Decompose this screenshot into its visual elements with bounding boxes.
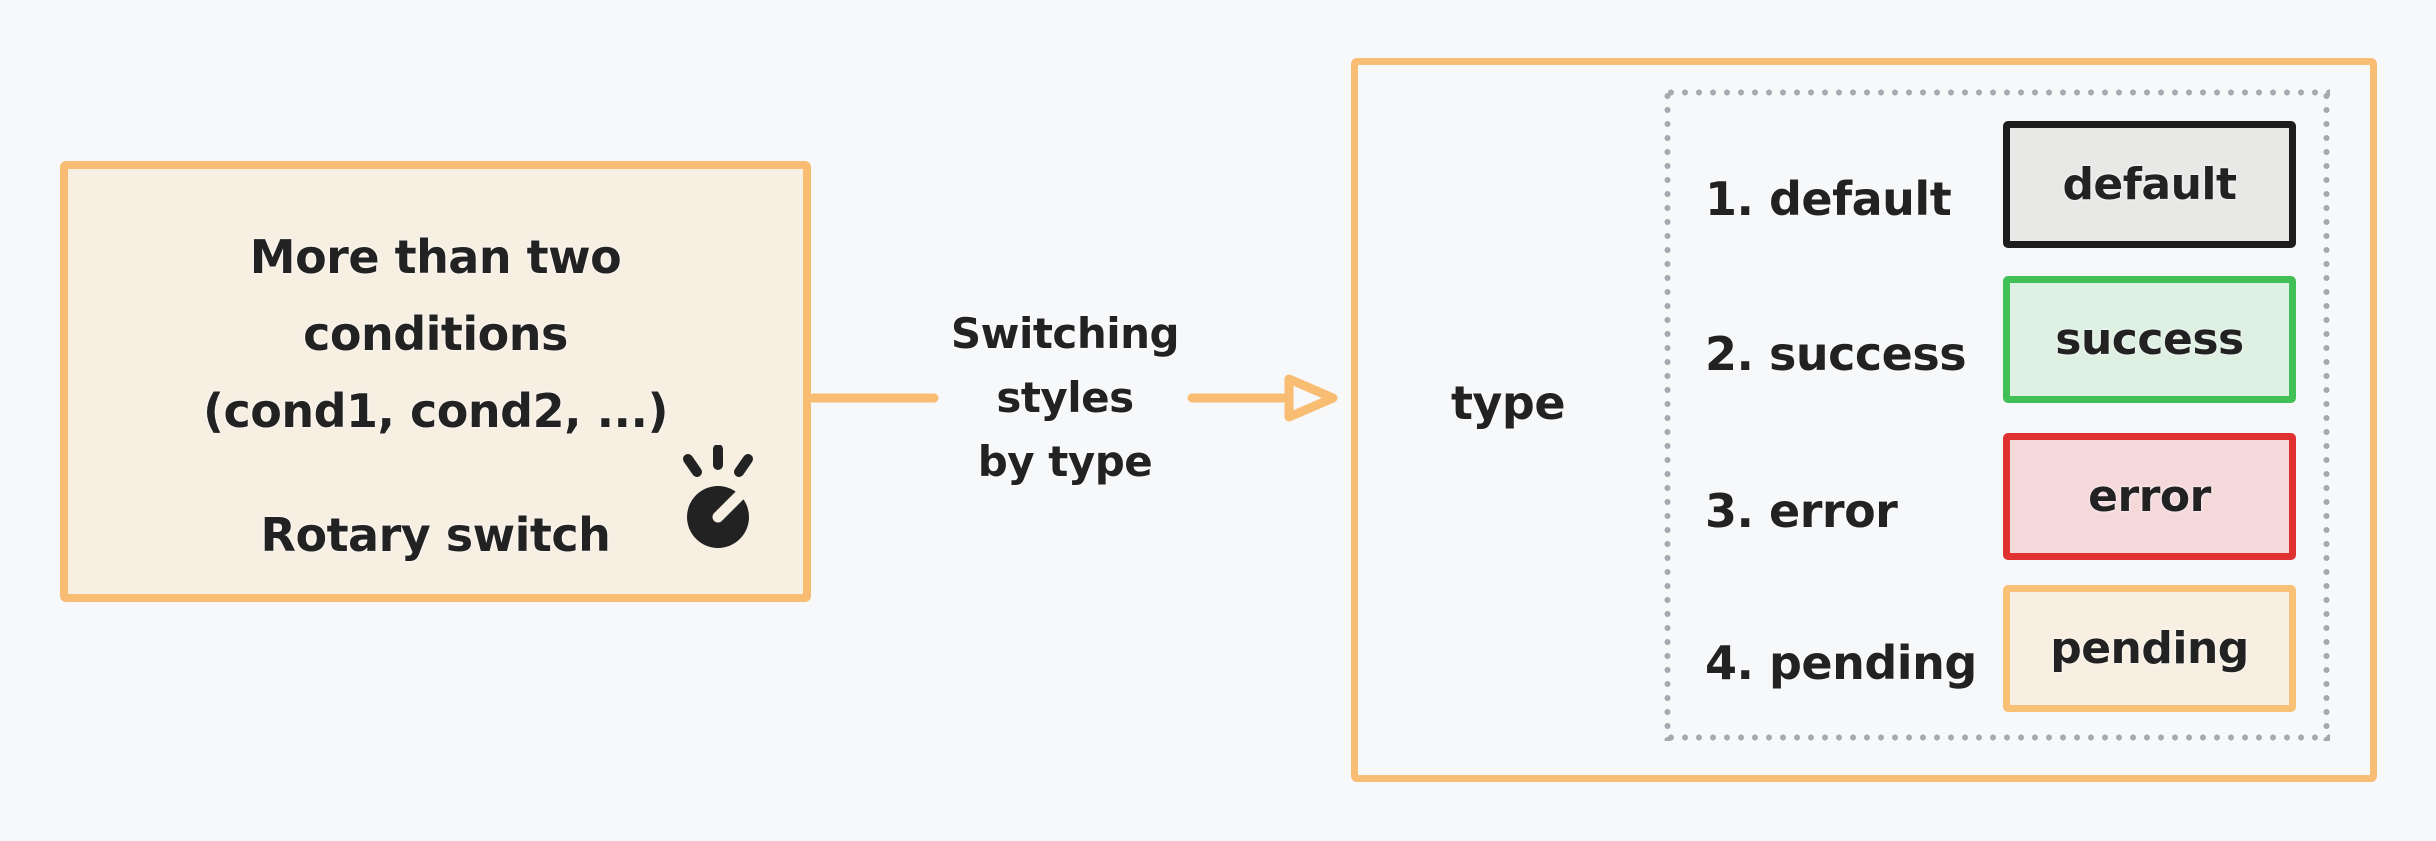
condition-line-3: (cond1, cond2, ...) bbox=[202, 384, 669, 438]
arrow-label-line-2: styles bbox=[996, 373, 1134, 422]
knob-pointer bbox=[712, 483, 752, 523]
knob-tick-left bbox=[683, 454, 702, 477]
status-badge-default-label: default bbox=[2062, 159, 2237, 210]
status-badge-error: error bbox=[2003, 433, 2296, 560]
condition-box-caption: Rotary switch bbox=[68, 505, 803, 565]
flow-arrow bbox=[811, 374, 1338, 422]
case-index-pending: 4. pending bbox=[1705, 635, 1977, 690]
case-row-pending: 4. pending pending bbox=[1664, 585, 2330, 712]
dotted-border-top bbox=[1664, 89, 2330, 96]
dotted-border-bottom bbox=[1664, 734, 2330, 741]
status-badge-pending: pending bbox=[2003, 585, 2296, 712]
case-row-default: 1. default default bbox=[1664, 121, 2330, 248]
arrow-head bbox=[1284, 374, 1338, 422]
condition-box-text: More than two conditions (cond1, cond2, … bbox=[68, 219, 803, 450]
status-badge-default: default bbox=[2003, 121, 2296, 248]
case-index-default: 1. default bbox=[1705, 171, 1952, 226]
arrow-label: Switching styles by type bbox=[945, 302, 1185, 494]
arrow-label-line-1: Switching bbox=[950, 309, 1180, 358]
cases-container: 1. default default 2. success success 3.… bbox=[1664, 89, 2330, 741]
condition-line-2: conditions bbox=[303, 307, 568, 361]
type-label: type bbox=[1450, 376, 1566, 430]
case-index-success: 2. success bbox=[1705, 326, 1967, 381]
case-index-error: 3. error bbox=[1705, 483, 1898, 538]
arrow-label-line-3: by type bbox=[977, 437, 1153, 486]
case-row-success: 2. success success bbox=[1664, 276, 2330, 403]
case-row-error: 3. error error bbox=[1664, 433, 2330, 560]
condition-line-1: More than two bbox=[249, 230, 622, 284]
status-badge-success-label: success bbox=[2055, 314, 2244, 365]
dotted-border-right bbox=[2323, 89, 2330, 741]
knob-tick-right bbox=[734, 454, 753, 477]
rotary-switch-label: Rotary switch bbox=[260, 508, 611, 562]
rotary-knob-icon bbox=[683, 445, 753, 548]
switch-result-box: type 1. default default 2. success succe… bbox=[1351, 58, 2377, 782]
status-badge-error-label: error bbox=[2088, 471, 2211, 522]
condition-box: More than two conditions (cond1, cond2, … bbox=[60, 161, 811, 602]
status-badge-pending-label: pending bbox=[2050, 623, 2249, 674]
status-badge-success: success bbox=[2003, 276, 2296, 403]
dotted-border-left bbox=[1664, 89, 1671, 741]
